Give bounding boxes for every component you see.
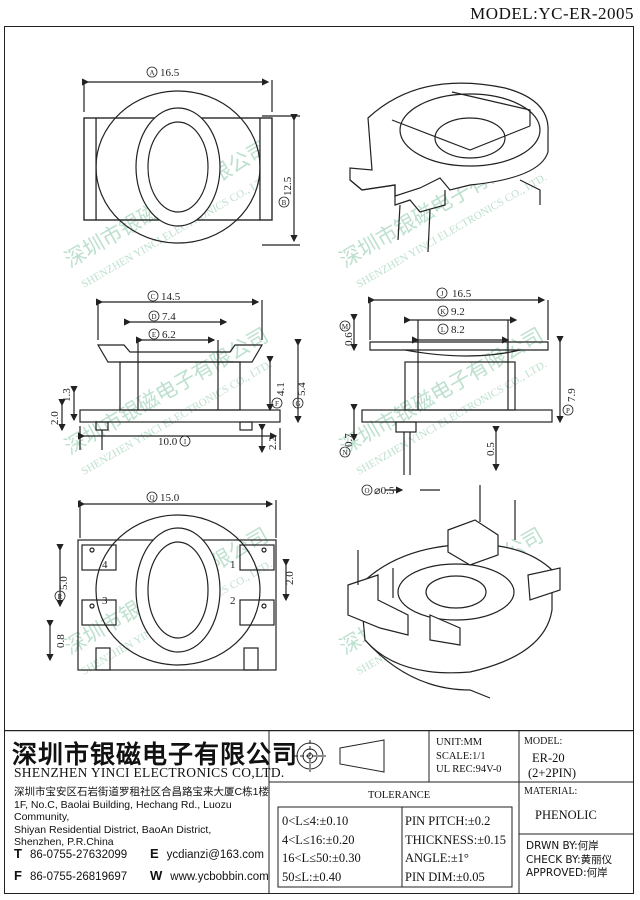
watermark-cn: 深圳市银磁电子有限公司 [336,323,548,459]
dim-p: 7.9 [566,388,578,402]
signatures: DRWN BY:何岸 CHECK BY:黄丽仪 APPROVED:何岸 [526,840,612,881]
address-en-line2: Shiyan Residential District, BaoAn Distr… [14,823,212,836]
address-en-line3: Shenzhen, P.R.China [14,836,114,849]
dim-a: 16.5 [160,67,180,79]
dimension-letters [54,66,574,602]
dim-g: 5.4 [296,382,308,396]
dim-k: 2.0 [49,411,61,425]
dim-l: 16.5 [452,288,472,300]
letter-i: I [184,438,187,446]
title-block [4,730,634,894]
model-value: ER-20 [532,751,565,765]
dim-r: 0.5 [485,442,497,456]
model-label: MODEL: [524,736,563,747]
pin-3: 3 [102,595,108,607]
dim-h: 1.3 [61,388,73,402]
isometric-view-top [349,82,549,253]
dim-j: 2.2 [267,436,279,450]
dim-f: 4.1 [275,382,287,396]
letter-b: B [282,199,287,207]
dim-q: 0.7 [343,433,355,447]
ul-rec: UL REC:94V-0 [436,764,502,775]
letter-e: E [152,331,156,339]
dim-e: 6.2 [162,329,176,341]
company-name-en: SHENZHEN YINCI ELECTRONICS CO,LTD. [14,765,285,780]
approved-by: APPROVED:何岸 [526,867,608,879]
dim-u: 5.0 [58,576,70,590]
letter-o: O [364,487,369,495]
dim-s: ⌀0.5 [374,485,395,497]
dim-w: 0.8 [55,634,67,648]
letter-j: J [441,290,444,298]
top-view [82,78,300,246]
unit: UNIT:MM [436,737,483,748]
material-label: MATERIAL: [524,786,578,797]
letter-m: M [342,323,349,331]
dim-m: 9.2 [451,306,465,318]
letter-n: N [342,449,347,457]
dim-c: 14.5 [161,291,181,303]
letter-q: Q [149,494,154,502]
isometric-view-bottom [347,485,561,699]
dim-v: 2.0 [284,571,296,585]
letter-r: R [58,593,63,601]
pin-4: 4 [102,559,108,571]
letter-a: A [149,69,154,77]
pin-2: 2 [230,595,236,607]
model-title: MODEL:YC-ER-2005 [470,4,634,23]
dim-b: 12.5 [282,176,294,196]
checked-by: CHECK BY:黄丽仪 [526,853,613,866]
company-name-cn: 深圳市银磁电子有限公司 [12,740,299,769]
bottom-view [46,500,290,671]
address-cn: 深圳市宝安区石岩街道罗租社区合昌路宝来大厦C栋1楼 [14,786,269,798]
technical-drawing: 深圳市银磁电子有限公司 SHENZHEN YINCI ELECTRONICS C… [46,66,578,699]
dim-o: 0.6 [343,332,355,346]
drawing-frame [4,26,634,894]
side-view [350,296,564,494]
letter-k: K [440,308,445,316]
address-en-line1: 1F, No.C, Baolai Building, Hechang Rd., … [14,798,232,824]
spec-info: UNIT:MM SCALE:1/1 UL REC:94V-0 [436,736,501,777]
front-view [58,298,302,454]
letter-d: D [151,313,156,321]
tolerance-title: TOLERANCE [368,790,431,801]
company-address: 深圳市宝安区石岩街道罗租社区合昌路宝来大厦C栋1楼 1F, No.C, Baol… [14,786,269,849]
model-pins: (2+2PIN) [528,766,577,780]
tolerance-left: 0<L≤4:±0.10 4<L≤16:±0.20 16<L≤50:±0.30 5… [282,814,361,884]
drawn-by: DRWN BY:何岸 [526,840,599,852]
scale: SCALE:1/1 [436,750,486,762]
letter-l: L [441,326,445,334]
dim-t: 15.0 [160,492,180,504]
tolerance-right: PIN PITCH:±0.2 THICKNESS:±0.15 ANGLE:±1°… [405,814,506,884]
dim-i: 10.0 [158,436,178,448]
material-value: PHENOLIC [535,808,597,822]
pin-1: 1 [230,559,236,571]
letter-p: P [566,407,570,415]
dim-d: 7.4 [162,311,176,323]
letter-c: C [151,293,156,301]
letter-g: G [295,400,300,408]
letter-f: F [275,400,279,408]
dim-n: 8.2 [451,324,465,336]
